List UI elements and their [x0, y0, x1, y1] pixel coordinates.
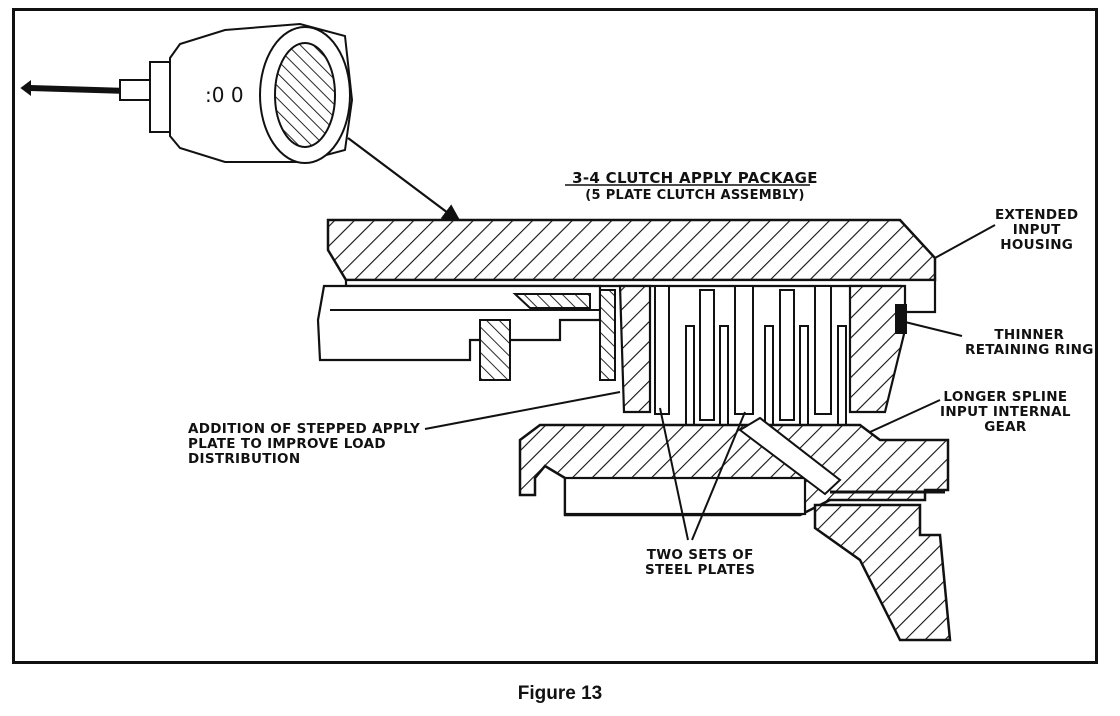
gear-hub [563, 476, 807, 516]
steel-plate [654, 285, 670, 415]
backing-ring [599, 289, 616, 381]
drum-spline [274, 42, 336, 148]
label-line: RETAINING RING [965, 342, 1094, 358]
label-longer-spline: LONGER SPLINE INPUT INTERNAL GEAR [940, 390, 1071, 435]
steel-plate [699, 289, 715, 421]
composition-plate [764, 325, 774, 435]
figure-frame [12, 8, 1098, 664]
label-retaining-ring: THINNER RETAINING RING [965, 328, 1094, 358]
label-line: ADDITION OF STEPPED APPLY [188, 421, 421, 437]
label-line: THINNER [994, 327, 1065, 343]
steel-plate [779, 289, 795, 421]
label-line: LONGER SPLINE [943, 389, 1068, 405]
label-line: HOUSING [1000, 237, 1074, 253]
label-extended-housing: EXTENDED INPUT HOUSING [995, 208, 1078, 253]
composition-plate [837, 325, 847, 435]
spline-leader [869, 399, 941, 433]
composition-plate [719, 325, 729, 435]
backing-plate [848, 284, 907, 414]
label-steel-plates: TWO SETS OF STEEL PLATES [645, 548, 755, 578]
label-stepped-apply: ADDITION OF STEPPED APPLY PLATE TO IMPRO… [188, 422, 420, 467]
label-line: PLATE TO IMPROVE LOAD [188, 436, 386, 452]
drum-leader-arrow [347, 137, 462, 224]
figure-caption: Figure 13 [517, 683, 603, 704]
clutch-plates [654, 285, 847, 435]
steel-leader-2 [691, 411, 746, 541]
output-carrier [813, 503, 952, 642]
composition-plate [799, 325, 809, 435]
label-line: GEAR [984, 419, 1027, 435]
steel-leader-1 [659, 407, 689, 541]
shaft-tip [20, 80, 31, 96]
extended-input-housing [326, 218, 937, 282]
title-line-2: (5 PLATE CLUTCH ASSEMBLY) [585, 188, 805, 203]
thinner-retaining-ring [895, 304, 907, 334]
label-line: INPUT INTERNAL [940, 404, 1071, 420]
input-shaft-drum: :0 0 [20, 22, 354, 164]
label-line: EXTENDED [995, 207, 1079, 223]
ring-leader [904, 321, 963, 337]
diagram-title: 3-4 CLUTCH APPLY PACKAGE (5 PLATE CLUTCH… [545, 170, 845, 204]
label-line: INPUT [1012, 222, 1061, 238]
spline-slot [738, 416, 842, 496]
title-line-1: 3-4 CLUTCH APPLY PACKAGE [572, 169, 818, 187]
shaft-collar [119, 79, 151, 101]
label-line: TWO SETS OF [646, 547, 754, 563]
apply-plate-leader [424, 391, 621, 430]
steel-plate [814, 285, 832, 415]
steel-plate [734, 285, 754, 415]
leader-lines [424, 224, 996, 541]
stepped-apply-plate [618, 284, 652, 414]
label-line: DISTRIBUTION [188, 451, 301, 467]
composition-plate [685, 325, 695, 435]
apply-spring [512, 293, 591, 309]
drum-markings: :0 0 [205, 83, 244, 107]
label-line: STEEL PLATES [645, 562, 756, 578]
piston-stop [479, 319, 511, 381]
housing-leader [934, 224, 996, 259]
